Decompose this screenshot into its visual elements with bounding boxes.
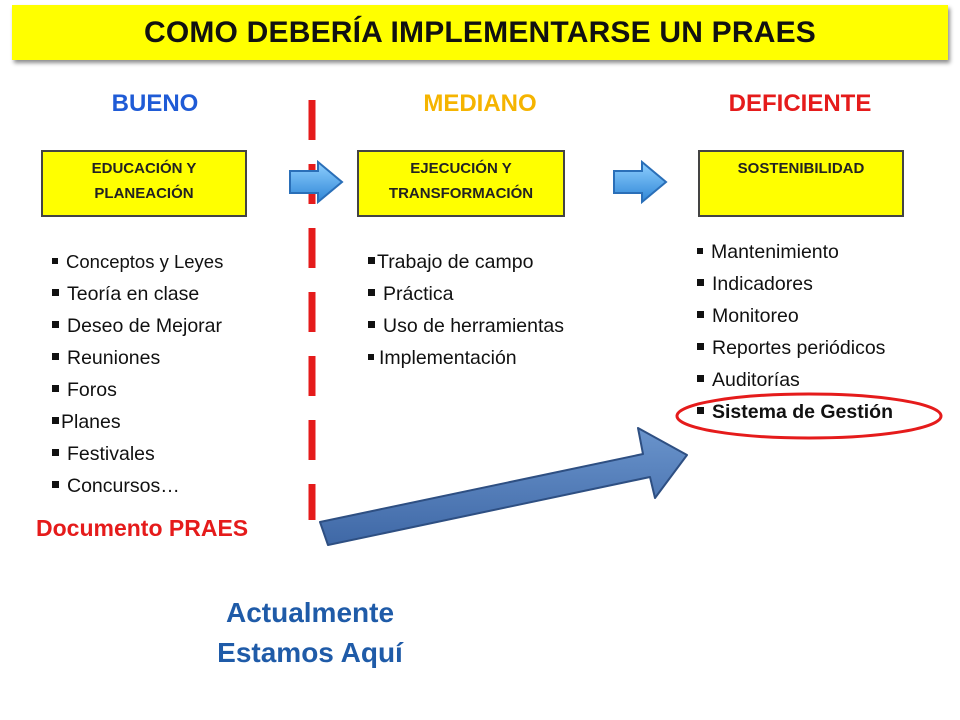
stage-label-line2: TRANSFORMACIÓN: [388, 185, 534, 202]
list-educacion: Conceptos y Leyes Teoría en clase Deseo …: [52, 246, 223, 502]
bullet-icon: [368, 289, 375, 297]
list-sostenibilidad: Mantenimiento Indicadores Monitoreo Repo…: [697, 236, 893, 428]
bullet-icon: [52, 353, 59, 361]
stage-label-line2: PLANEACIÓN: [94, 185, 194, 202]
bullet-icon: [52, 258, 58, 265]
stage-label-line1: EDUCACIÓN Y: [91, 160, 197, 177]
stage-box-sostenibilidad: SOSTENIBILIDAD: [698, 150, 904, 217]
list-item: Deseo de Mejorar: [52, 310, 223, 342]
list-item: Festivales: [52, 438, 223, 470]
list-item: Teoría en clase: [52, 278, 223, 310]
column-header-mediano: MEDIANO: [423, 90, 537, 117]
list-item: Sistema de Gestión: [697, 396, 893, 428]
bullet-icon: [697, 407, 704, 415]
list-ejecucion: Trabajo de campo Práctica Uso de herrami…: [368, 246, 564, 374]
bullet-icon: [697, 311, 704, 319]
bullet-icon: [52, 321, 59, 329]
bullet-icon: [697, 247, 703, 254]
current-status-label: Actualmente Estamos Aquí: [160, 593, 460, 673]
list-item: Indicadores: [697, 268, 893, 300]
stage-label: SOSTENIBILIDAD: [737, 160, 865, 177]
bullet-icon: [368, 321, 375, 329]
status-line2: Estamos Aquí: [217, 637, 403, 668]
bullet-icon: [368, 353, 374, 360]
list-item: Foros: [52, 374, 223, 406]
bullet-icon: [52, 289, 59, 297]
bullet-icon: [52, 385, 59, 393]
list-item: Conceptos y Leyes: [52, 246, 223, 278]
right-arrow-icon: [289, 160, 344, 204]
stage-label-line1: EJECUCIÓN Y: [410, 160, 512, 177]
bullet-icon: [697, 279, 704, 287]
bullet-icon: [52, 417, 59, 425]
list-item: Reportes periódicos: [697, 332, 893, 364]
ellipse-highlight: [675, 392, 943, 440]
column-header-deficiente: DEFICIENTE: [728, 90, 872, 117]
column-header-bueno: BUENO: [111, 90, 199, 117]
list-item: Concursos…: [52, 470, 223, 502]
list-item: Planes: [52, 406, 223, 438]
status-line1: Actualmente: [225, 597, 395, 628]
list-item: Implementación: [368, 342, 564, 374]
title-banner: COMO DEBERÍA IMPLEMENTARSE UN PRAES: [12, 5, 948, 60]
bullet-icon: [52, 481, 59, 489]
list-item: Trabajo de campo: [368, 246, 564, 278]
documento-praes-label: Documento PRAES: [36, 515, 249, 541]
list-item: Uso de herramientas: [368, 310, 564, 342]
bullet-icon: [368, 257, 375, 265]
list-item: Mantenimiento: [697, 236, 893, 268]
diagonal-arrow-icon: [319, 427, 688, 546]
stage-box-ejecucion: EJECUCIÓN Y TRANSFORMACIÓN: [357, 150, 565, 217]
list-item: Reuniones: [52, 342, 223, 374]
page-title: COMO DEBERÍA IMPLEMENTARSE UN PRAES: [143, 15, 817, 49]
right-arrow-icon: [613, 160, 668, 204]
bullet-icon: [52, 449, 59, 457]
list-item: Monitoreo: [697, 300, 893, 332]
bullet-icon: [697, 343, 704, 351]
stage-box-educacion: EDUCACIÓN Y PLANEACIÓN: [41, 150, 247, 217]
list-item: Auditorías: [697, 364, 893, 396]
bullet-icon: [697, 375, 704, 383]
list-item: Práctica: [368, 278, 564, 310]
